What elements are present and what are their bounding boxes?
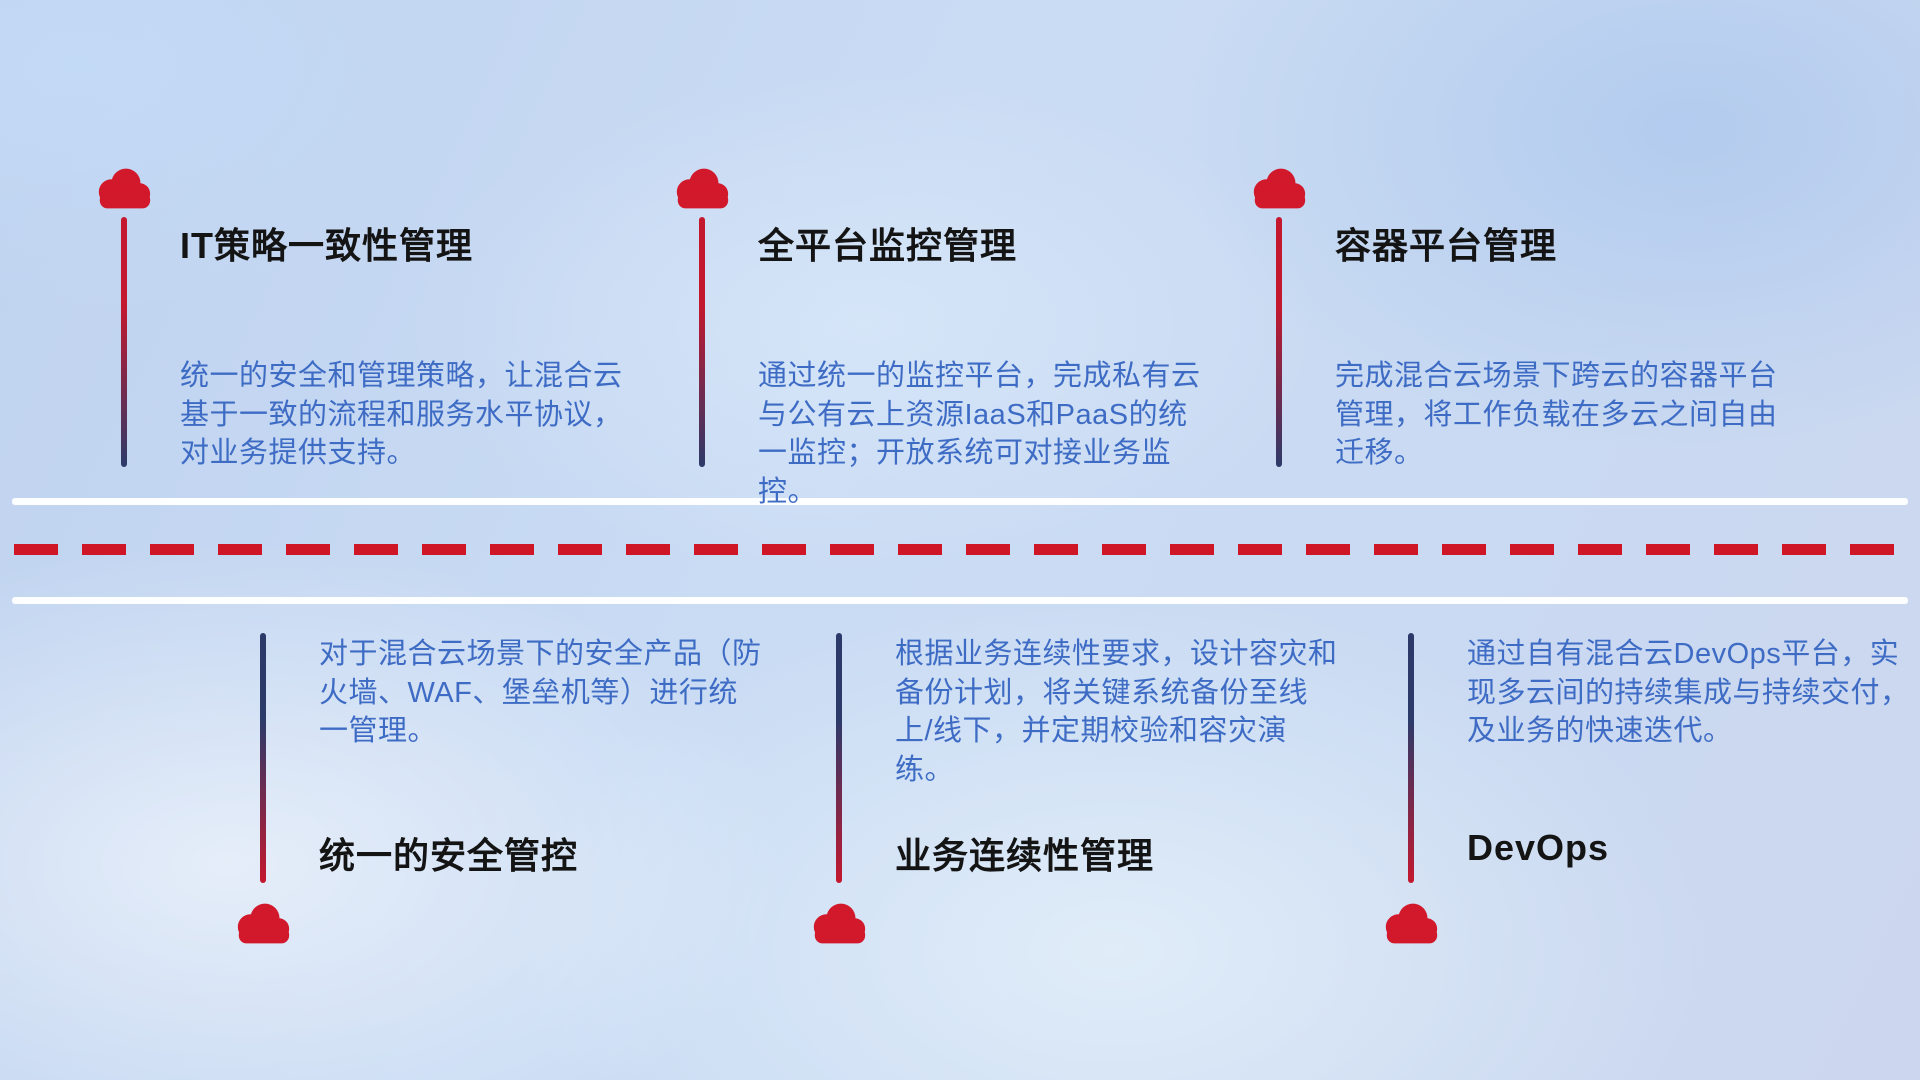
item-description: 对于混合云场景下的安全产品（防火墙、WAF、堡垒机等）进行统一管理。 xyxy=(319,638,762,748)
capability-item-devops: 通过自有混合云DevOps平台，实现多云间的持续集成与持续交付，及业务的快速迭代… xyxy=(1380,625,1920,960)
connector-line xyxy=(699,217,705,467)
item-description: 通过统一的监控平台，完成私有云与公有云上资源IaaS和PaaS的统一监控；开放系… xyxy=(758,360,1201,508)
capability-item-security-control: 对于混合云场景下的安全产品（防火墙、WAF、堡垒机等）进行统一管理。 统一的安全… xyxy=(232,625,812,960)
item-description: 完成混合云场景下跨云的容器平台管理，将工作负载在多云之间自由迁移。 xyxy=(1335,360,1778,470)
connector-line xyxy=(121,217,127,467)
item-title: 业务连续性管理 xyxy=(895,835,1155,876)
item-title: 容器平台管理 xyxy=(1335,225,1558,266)
divider-red-dashed-line xyxy=(14,544,1906,555)
connector-line xyxy=(1408,633,1414,883)
item-description: 根据业务连续性要求，设计容灾和备份计划，将关键系统备份至线上/线下，并定期校验和… xyxy=(895,638,1338,786)
item-title: 全平台监控管理 xyxy=(758,225,1018,266)
cloud-icon xyxy=(1380,900,1442,946)
connector-line xyxy=(1276,217,1282,467)
capability-item-container-platform: 容器平台管理 完成混合云场景下跨云的容器平台管理，将工作负载在多云之间自由迁移。 xyxy=(1248,165,1828,495)
cloud-icon xyxy=(1248,165,1310,211)
cloud-icon xyxy=(808,900,870,946)
connector-line xyxy=(260,633,266,883)
item-title: 统一的安全管控 xyxy=(319,835,579,876)
cloud-icon xyxy=(93,165,155,211)
cloud-icon xyxy=(671,165,733,211)
item-title: IT策略一致性管理 xyxy=(180,225,473,266)
divider-white-line-bottom xyxy=(12,597,1908,604)
item-title: DevOps xyxy=(1467,827,1610,868)
capability-item-it-policy: IT策略一致性管理 统一的安全和管理策略，让混合云基于一致的流程和服务水平协议，… xyxy=(93,165,673,495)
item-description: 统一的安全和管理策略，让混合云基于一致的流程和服务水平协议，对业务提供支持。 xyxy=(180,360,623,470)
capability-item-business-continuity: 根据业务连续性要求，设计容灾和备份计划，将关键系统备份至线上/线下，并定期校验和… xyxy=(808,625,1388,960)
item-description: 通过自有混合云DevOps平台，实现多云间的持续集成与持续交付，及业务的快速迭代… xyxy=(1467,638,1910,748)
capability-item-monitoring: 全平台监控管理 通过统一的监控平台，完成私有云与公有云上资源IaaS和PaaS的… xyxy=(671,165,1251,508)
cloud-icon xyxy=(232,900,294,946)
connector-line xyxy=(836,633,842,883)
divider-white-line-top xyxy=(12,498,1908,505)
